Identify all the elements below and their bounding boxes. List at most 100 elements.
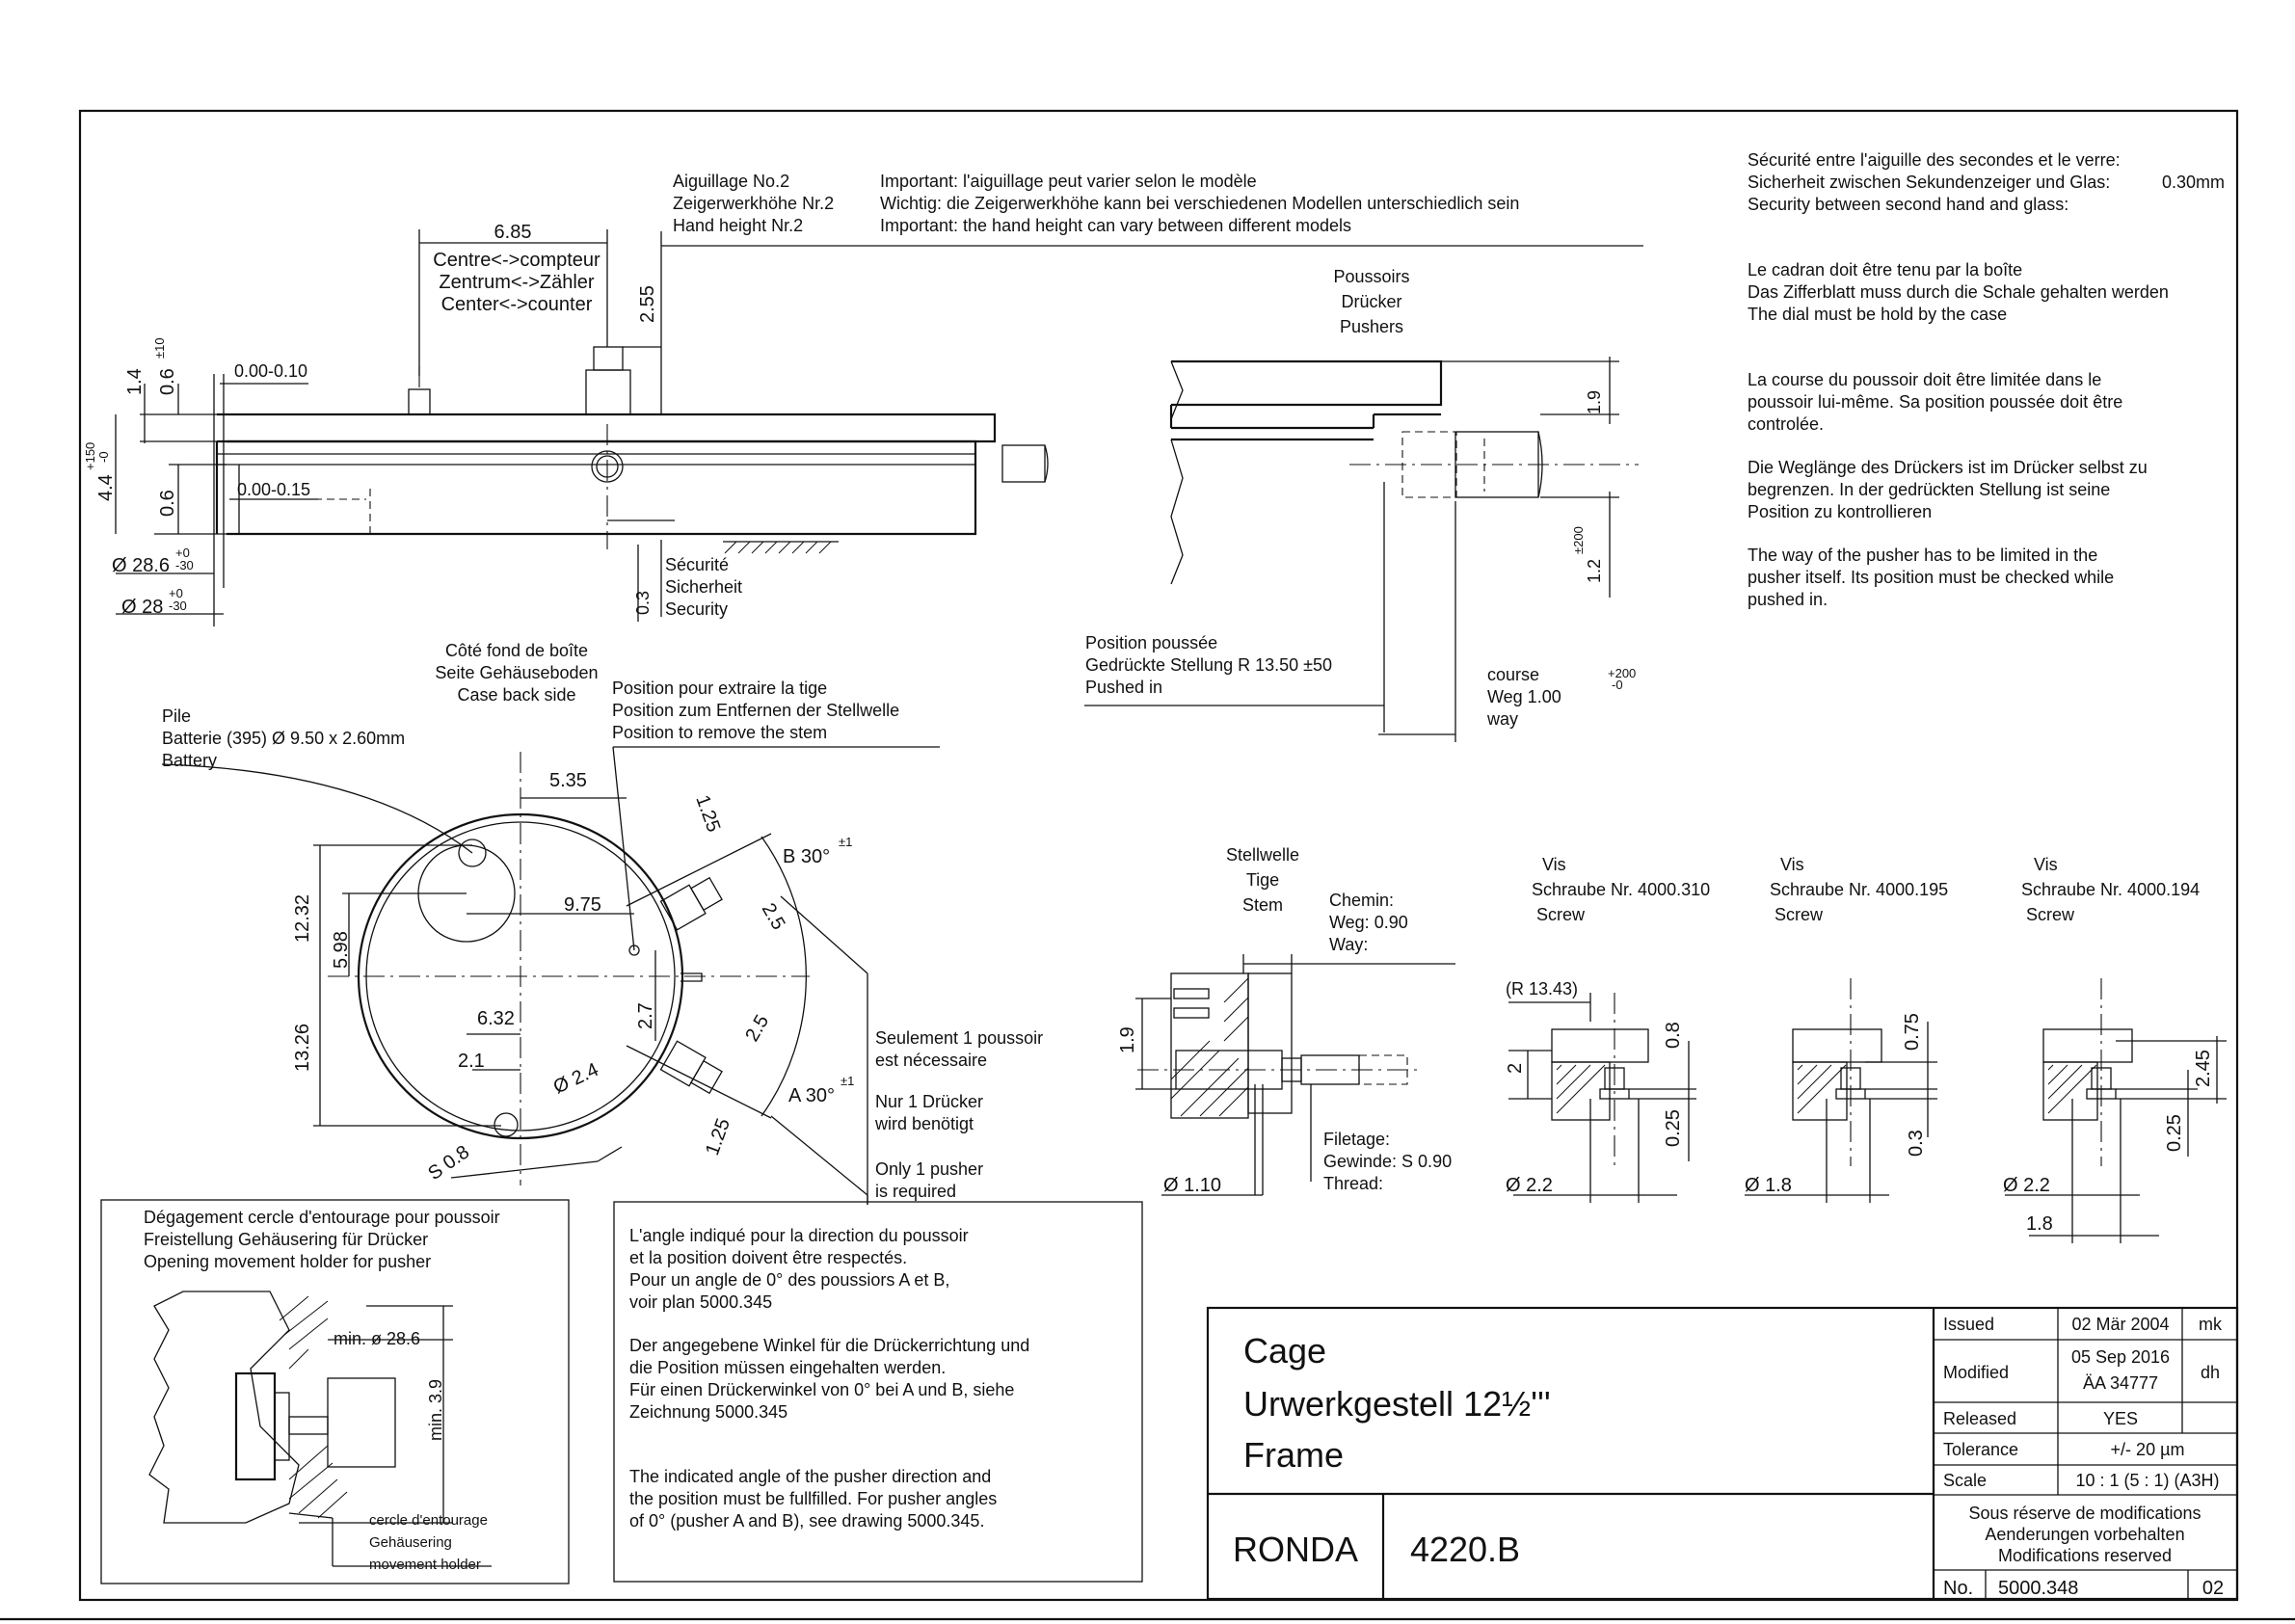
securite-line-1: Sécurité [665, 555, 729, 574]
screw1-dim-dia: Ø 2.2 [1506, 1175, 1553, 1196]
only-one-3: Nur 1 Drücker [875, 1092, 983, 1111]
chemin-3: Way: [1329, 935, 1368, 954]
cadran-1: Le cadran doit être tenu par la boîte [1748, 260, 2022, 280]
drawing-frame [78, 109, 2239, 1602]
side-view [115, 229, 1643, 626]
dim-2-55: 2.55 [637, 285, 658, 323]
chemin-2: Weg: 0.90 [1329, 913, 1408, 932]
pushers-title-1: Poussoirs [1333, 267, 1409, 286]
angle-en-2: the position must be fullfilled. For pus… [629, 1489, 997, 1508]
dim-1-25-bottom: 1.25 [702, 1116, 734, 1158]
dim-2-5-top: 2.5 [758, 900, 789, 934]
dim-0-6-tol: ±10 [152, 337, 167, 359]
opening-title-1: Dégagement cercle d'entourage pour pouss… [144, 1208, 500, 1227]
angle-note-box [613, 1201, 1143, 1583]
screw3-label-1: Vis [2034, 855, 2058, 874]
title-block [1206, 1306, 2239, 1601]
stem-pos-1: Position pour extraire la tige [612, 679, 827, 698]
aiguillage-line-2: Zeigerwerkhöhe Nr.2 [673, 194, 834, 213]
centre-line-2: Zentrum<->Zähler [439, 272, 595, 293]
dim-0-6-bottom: 0.6 [157, 490, 178, 517]
opening-box [100, 1199, 570, 1584]
opening-min-h: min. 3.9 [426, 1379, 445, 1441]
stem-dia-1-10: Ø 1.10 [1163, 1175, 1221, 1196]
thread-3: Thread: [1323, 1174, 1383, 1193]
screw3-dim-0-25: 0.25 [2164, 1114, 2185, 1152]
course-en-3: pushed in. [1748, 590, 1828, 609]
dim-1-4: 1.4 [124, 368, 146, 395]
dim-1-25-top: 1.25 [691, 792, 724, 835]
caliber: 4220.B [1410, 1530, 1520, 1569]
pushed-2: Gedrückte Stellung R 13.50 ±50 [1085, 655, 1332, 675]
screw1-dim-0-25: 0.25 [1663, 1109, 1684, 1147]
course-3: way [1486, 709, 1518, 729]
angle-de-4: Zeichnung 5000.345 [629, 1402, 787, 1422]
aiguillage-line-3: Hand height Nr.2 [673, 216, 803, 235]
important-line-1: Important: l'aiguillage peut varier selo… [880, 172, 1257, 191]
right-securite-1: Sécurité entre l'aiguille des secondes e… [1748, 150, 2121, 170]
angle-en-3: of 0° (pusher A and B), see drawing 5000… [629, 1511, 984, 1531]
thread-1: Filetage: [1323, 1130, 1390, 1149]
modified-label: Modified [1943, 1363, 2009, 1382]
dia-28-6-tol-up: +0 [175, 546, 190, 560]
issued-by: mk [2199, 1315, 2223, 1334]
screw2-dim-0-75: 0.75 [1902, 1013, 1923, 1051]
modified-date: 05 Sep 2016 [2071, 1347, 2170, 1367]
back-side-2: Seite Gehäuseboden [435, 663, 598, 682]
stem-dim-1-9: 1.9 [1117, 1026, 1138, 1053]
dim-5-98: 5.98 [331, 931, 352, 969]
angle-a: A 30° [788, 1085, 835, 1106]
dim-s-0-8: S 0.8 [424, 1141, 473, 1185]
title-line-2: Urwerkgestell 12½''' [1243, 1384, 1551, 1424]
only-one-4: wird benötigt [874, 1114, 974, 1133]
issued-date: 02 Mär 2004 [2071, 1315, 2169, 1334]
dim-0-6-top: 0.6 [157, 368, 178, 395]
stem-title-2: Tige [1246, 870, 1279, 890]
cadran-2: Das Zifferblatt muss durch die Schale ge… [1748, 282, 2169, 302]
dia-28-6-tol-dn: -30 [175, 558, 194, 572]
important-line-3: Important: the hand height can vary betw… [880, 216, 1351, 235]
opening-legend-1: cercle d'entourage [369, 1512, 488, 1529]
course-fr-2: poussoir lui-même. Sa position poussée d… [1748, 392, 2122, 412]
opening-legend-2: Gehäusering [369, 1534, 452, 1551]
angle-fr-1: L'angle indiqué pour la direction du pou… [629, 1226, 969, 1245]
reserve-3: Modifications reserved [1998, 1546, 2172, 1565]
dim-13-26: 13.26 [292, 1024, 313, 1072]
tolerance-label: Tolerance [1943, 1440, 2018, 1459]
angle-de-2: die Position müssen eingehalten werden. [629, 1358, 946, 1377]
course-tol-up: +200 [1608, 666, 1636, 680]
screw2-label-1: Vis [1780, 855, 1804, 874]
gap-0-00-0-15: 0.00-0.15 [237, 480, 310, 499]
dia-28: Ø 28 [121, 597, 163, 618]
screw1-dim-r: (R 13.43) [1506, 979, 1578, 998]
battery-1: Pile [162, 706, 191, 726]
course-de-1: Die Weglänge des Drückers ist im Drücker… [1748, 458, 2148, 477]
aiguillage-line-1: Aiguillage No.2 [673, 172, 789, 191]
pusher-dim-1-9: 1.9 [1585, 390, 1604, 414]
pusher-view [1084, 357, 1639, 742]
angle-en-1: The indicated angle of the pusher direct… [629, 1467, 991, 1486]
stem-title-3: Stem [1242, 895, 1283, 915]
stem-pos-2: Position zum Entfernen der Stellwelle [612, 701, 899, 720]
course-2: Weg 1.00 [1487, 687, 1561, 706]
reserve-2: Aenderungen vorbehalten [1985, 1525, 2184, 1544]
screw2-dim-0-3: 0.3 [1906, 1130, 1927, 1157]
right-securite-2: Sicherheit zwischen Sekundenzeiger und G… [1748, 173, 2110, 192]
modified-ref: ÄA 34777 [2083, 1373, 2158, 1393]
screw-views [1508, 978, 2227, 1243]
battery-3: Battery [162, 751, 217, 770]
screw3-label-2: Schraube Nr. 4000.194 [2021, 880, 2200, 899]
back-side-3: Case back side [457, 685, 575, 705]
angle-b: B 30° [783, 846, 830, 867]
only-one-6: is required [875, 1182, 956, 1201]
dim-dia-2-4: Ø 2.4 [550, 1059, 602, 1099]
opening-legend-3: movement holder [369, 1557, 481, 1573]
only-one-2: est nécessaire [875, 1051, 987, 1070]
number-label: No. [1943, 1578, 1973, 1599]
dim-5-35: 5.35 [549, 770, 587, 791]
scale-label: Scale [1943, 1471, 1987, 1490]
tolerance-value: +/- 20 µm [2111, 1440, 2185, 1459]
released-label: Released [1943, 1409, 2016, 1428]
opening-title-3: Opening movement holder for pusher [144, 1252, 431, 1271]
pushed-1: Position poussée [1085, 633, 1217, 652]
